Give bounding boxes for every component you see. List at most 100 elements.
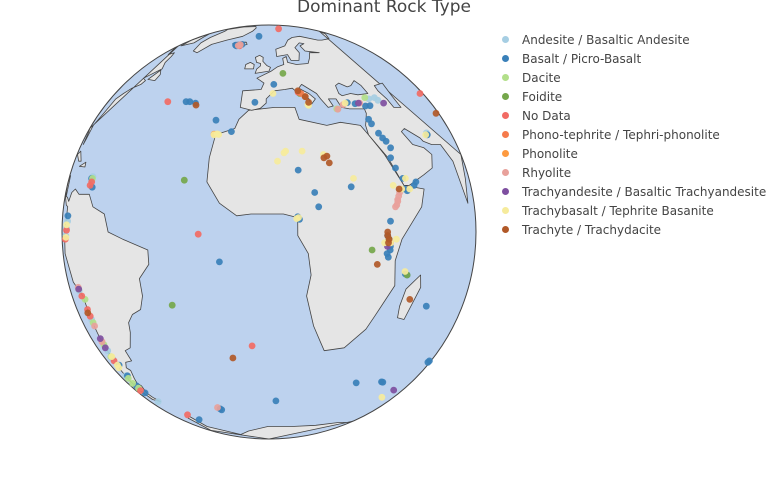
legend-item[interactable]: Foidite bbox=[498, 87, 766, 106]
data-point[interactable] bbox=[186, 98, 194, 106]
data-point[interactable] bbox=[395, 185, 403, 193]
legend-item[interactable]: Basalt / Picro-Basalt bbox=[498, 49, 766, 68]
data-point[interactable] bbox=[192, 101, 200, 109]
data-point[interactable] bbox=[402, 175, 409, 182]
data-point[interactable] bbox=[279, 70, 287, 77]
data-point[interactable] bbox=[216, 258, 223, 266]
data-point[interactable] bbox=[63, 221, 70, 229]
legend-item[interactable]: Trachyandesite / Basaltic Trachyandesite bbox=[498, 182, 766, 201]
data-point[interactable] bbox=[379, 378, 387, 386]
data-point[interactable] bbox=[124, 375, 132, 382]
data-point[interactable] bbox=[272, 397, 280, 405]
data-point[interactable] bbox=[392, 164, 399, 172]
data-point[interactable] bbox=[401, 268, 409, 275]
data-point[interactable] bbox=[64, 212, 72, 220]
data-point[interactable] bbox=[280, 149, 288, 157]
data-point[interactable] bbox=[129, 380, 137, 387]
data-point[interactable] bbox=[214, 404, 221, 411]
data-point[interactable] bbox=[137, 387, 144, 394]
data-point[interactable] bbox=[108, 353, 116, 360]
data-point[interactable] bbox=[385, 239, 392, 247]
data-point[interactable] bbox=[101, 344, 109, 352]
data-point[interactable] bbox=[63, 226, 70, 234]
data-point[interactable] bbox=[422, 131, 430, 139]
data-point[interactable] bbox=[361, 94, 369, 101]
data-point[interactable] bbox=[228, 128, 235, 136]
data-point[interactable] bbox=[390, 386, 398, 394]
data-point[interactable] bbox=[350, 175, 357, 182]
data-point[interactable] bbox=[154, 398, 162, 405]
data-point[interactable] bbox=[412, 178, 420, 186]
data-point[interactable] bbox=[378, 393, 386, 401]
legend-item[interactable]: Rhyolite bbox=[498, 163, 766, 182]
data-point[interactable] bbox=[341, 99, 349, 107]
legend-item[interactable]: Trachybasalt / Tephrite Basanite bbox=[498, 201, 766, 220]
data-point[interactable] bbox=[86, 182, 94, 189]
data-point[interactable] bbox=[368, 120, 375, 128]
data-point[interactable] bbox=[426, 357, 433, 365]
data-point[interactable] bbox=[366, 102, 374, 110]
data-point[interactable] bbox=[251, 98, 259, 106]
data-point[interactable] bbox=[387, 144, 394, 152]
data-point[interactable] bbox=[255, 32, 263, 40]
data-point[interactable] bbox=[236, 41, 244, 49]
data-point[interactable] bbox=[355, 99, 362, 107]
data-point[interactable] bbox=[164, 98, 172, 106]
data-point[interactable] bbox=[406, 185, 414, 193]
legend-item[interactable]: Andesite / Basaltic Andesite bbox=[498, 30, 766, 49]
data-point[interactable] bbox=[334, 105, 342, 113]
data-point[interactable] bbox=[352, 379, 360, 387]
data-point[interactable] bbox=[96, 335, 104, 342]
data-point[interactable] bbox=[347, 183, 355, 191]
data-point[interactable] bbox=[298, 147, 306, 155]
data-point[interactable] bbox=[389, 182, 397, 189]
data-point[interactable] bbox=[382, 137, 390, 145]
data-point[interactable] bbox=[416, 90, 424, 97]
data-point[interactable] bbox=[293, 215, 301, 223]
data-point[interactable] bbox=[384, 253, 392, 261]
legend-item[interactable]: No Data bbox=[498, 106, 766, 125]
data-point[interactable] bbox=[368, 246, 376, 254]
data-point[interactable] bbox=[380, 99, 387, 107]
data-point[interactable] bbox=[393, 235, 400, 243]
legend-item[interactable]: Dacite bbox=[498, 68, 766, 87]
data-point[interactable] bbox=[91, 322, 98, 330]
legend-item[interactable]: Phonolite bbox=[498, 144, 766, 163]
data-point[interactable] bbox=[406, 296, 414, 303]
data-point[interactable] bbox=[229, 354, 237, 362]
data-point[interactable] bbox=[315, 203, 323, 211]
data-point[interactable] bbox=[275, 25, 282, 33]
data-point[interactable] bbox=[325, 159, 333, 167]
data-point[interactable] bbox=[184, 411, 191, 419]
data-point[interactable] bbox=[168, 301, 176, 309]
data-point[interactable] bbox=[180, 176, 188, 184]
data-point[interactable] bbox=[270, 81, 278, 88]
data-point[interactable] bbox=[78, 292, 86, 300]
data-point[interactable] bbox=[269, 90, 277, 97]
legend-item[interactable]: Phono-tephrite / Tephri-phonolite bbox=[498, 125, 766, 144]
legend-item[interactable]: Trachyte / Trachydacite bbox=[498, 220, 766, 239]
data-point[interactable] bbox=[374, 96, 382, 104]
data-point[interactable] bbox=[375, 129, 382, 137]
data-point[interactable] bbox=[373, 261, 381, 268]
data-point[interactable] bbox=[311, 189, 319, 196]
data-point[interactable] bbox=[294, 166, 302, 174]
data-point[interactable] bbox=[387, 217, 394, 225]
data-point[interactable] bbox=[274, 157, 281, 165]
data-point[interactable] bbox=[62, 234, 70, 241]
data-point[interactable] bbox=[194, 230, 202, 238]
data-point[interactable] bbox=[432, 109, 440, 117]
data-point[interactable] bbox=[387, 154, 394, 162]
data-point[interactable] bbox=[301, 93, 309, 101]
data-point[interactable] bbox=[294, 87, 302, 95]
data-point[interactable] bbox=[84, 309, 92, 317]
data-point[interactable] bbox=[422, 302, 430, 310]
data-point[interactable] bbox=[323, 152, 331, 160]
data-point[interactable] bbox=[212, 116, 220, 124]
data-point[interactable] bbox=[215, 131, 223, 138]
data-point[interactable] bbox=[305, 98, 312, 106]
data-point[interactable] bbox=[75, 285, 83, 293]
data-point[interactable] bbox=[115, 364, 123, 372]
data-point[interactable] bbox=[248, 342, 256, 350]
